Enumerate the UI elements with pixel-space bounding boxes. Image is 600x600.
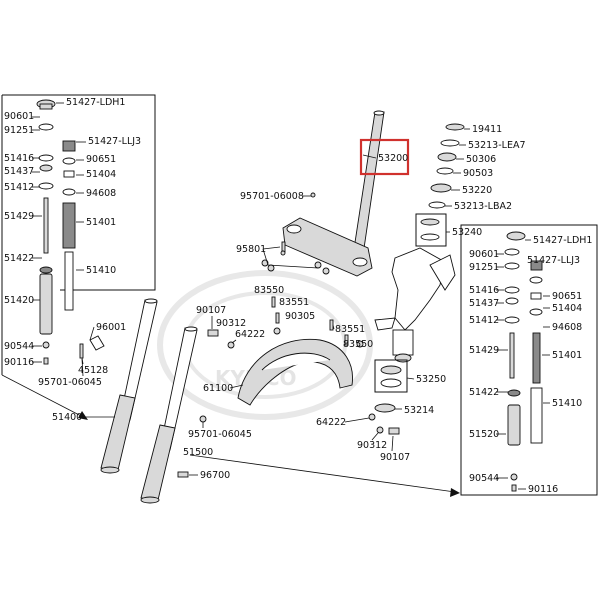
label-90107-a: 90107 <box>196 305 226 316</box>
left-parts-column-b <box>62 140 76 311</box>
label-19411: 19411 <box>472 124 502 135</box>
label-r-90651: 90651 <box>552 291 582 302</box>
label-95701-06008: 95701-06008 <box>240 191 304 202</box>
label-51412: 51412 <box>4 182 34 193</box>
right-box-arrow-line <box>189 454 456 493</box>
highlight-box-53200 <box>359 138 410 176</box>
label-53213-lba2: 53213-LBA2 <box>454 201 512 212</box>
middle-bolts-group <box>207 296 364 349</box>
left-box-border <box>2 94 156 291</box>
fork-leg-left <box>100 298 158 474</box>
label-r-91251: 91251 <box>469 262 499 273</box>
label-r-90116: 90116 <box>528 484 558 495</box>
label-r-51427-ldh1: 51427-LDH1 <box>533 235 592 246</box>
label-51437: 51437 <box>4 166 34 177</box>
label-r-51416: 51416 <box>469 285 499 296</box>
left-shock-absorber-box: 51427-LDH1 90601 91251 51427-LLJ3 51416 … <box>1 94 156 420</box>
label-83551-a: 83551 <box>279 297 309 308</box>
label-64222-b: 64222 <box>316 417 346 428</box>
label-45128: 45128 <box>78 365 108 376</box>
label-r-51520: 51520 <box>469 429 499 440</box>
label-61100: 61100 <box>203 383 233 394</box>
label-51420: 51420 <box>4 295 34 306</box>
label-50306: 50306 <box>466 154 496 165</box>
head-bearing-stack <box>415 123 465 247</box>
label-r-51412: 51412 <box>469 315 499 326</box>
lower-center-bolts <box>368 413 400 435</box>
right-box-arrow-head <box>450 488 460 497</box>
label-95801: 95801 <box>236 244 266 255</box>
label-94608: 94608 <box>86 188 116 199</box>
label-96001: 96001 <box>96 322 126 333</box>
label-51404: 51404 <box>86 169 116 180</box>
label-64222-a: 64222 <box>235 329 265 340</box>
label-r-51429: 51429 <box>469 345 499 356</box>
right-shock-absorber-box: 51427-LDH1 90601 51427-LLJ3 91251 51416 … <box>189 224 598 497</box>
label-51500: 51500 <box>183 447 213 458</box>
label-51427-ldh1: 51427-LDH1 <box>66 97 125 108</box>
label-83551-b: 83551 <box>335 324 365 335</box>
label-51400: 51400 <box>52 412 82 423</box>
label-r-51401: 51401 <box>552 350 582 361</box>
label-53220: 53220 <box>462 185 492 196</box>
front-fender <box>237 338 353 406</box>
label-83550-a: 83550 <box>254 285 284 296</box>
label-r-90544: 90544 <box>469 473 499 484</box>
label-53214: 53214 <box>404 405 434 416</box>
label-r-51422: 51422 <box>469 387 499 398</box>
bearing-box-53250 <box>374 359 408 393</box>
label-53250: 53250 <box>416 374 446 385</box>
label-51429: 51429 <box>4 211 34 222</box>
label-83550-b: 83550 <box>343 339 373 350</box>
label-53200: 53200 <box>378 153 408 164</box>
right-parts-column-a <box>504 248 521 492</box>
label-r-51410: 51410 <box>552 398 582 409</box>
label-90503: 90503 <box>463 168 493 179</box>
right-parts-column-b <box>506 231 543 444</box>
left-box-arrow-head <box>78 411 88 420</box>
leader-95801 <box>262 248 319 269</box>
label-90312-a: 90312 <box>216 318 246 329</box>
right-box-border <box>460 224 598 496</box>
label-r-51427-llj3: 51427-LLJ3 <box>527 255 580 266</box>
label-95701-06045-a: 95701-06045 <box>38 377 102 388</box>
label-51401: 51401 <box>86 217 116 228</box>
fork-small-parts <box>79 335 207 478</box>
label-96700: 96700 <box>200 470 230 481</box>
label-53213-lea7: 53213-LEA7 <box>468 140 526 151</box>
label-90651: 90651 <box>86 154 116 165</box>
left-parts-column-a <box>36 99 56 365</box>
label-r-51437: 51437 <box>469 298 499 309</box>
label-r-51404: 51404 <box>552 303 582 314</box>
label-90116: 90116 <box>4 357 34 368</box>
label-51427-llj3: 51427-LLJ3 <box>88 136 141 147</box>
label-90107-b: 90107 <box>380 452 410 463</box>
label-51410: 51410 <box>86 265 116 276</box>
clamp-bolts <box>261 241 330 275</box>
label-90601: 90601 <box>4 111 34 122</box>
head-tube-frame <box>374 247 456 363</box>
left-box-arrow-line <box>1 374 86 419</box>
label-90312-b: 90312 <box>357 440 387 451</box>
fork-leg-right <box>140 326 198 504</box>
label-53240: 53240 <box>452 227 482 238</box>
label-90305: 90305 <box>285 311 315 322</box>
label-95701-06045-b: 95701-06045 <box>188 429 252 440</box>
label-51416: 51416 <box>4 153 34 164</box>
label-51422: 51422 <box>4 253 34 264</box>
lower-bearing-group <box>374 359 408 413</box>
label-r-90601: 90601 <box>469 249 499 260</box>
label-91251: 91251 <box>4 125 34 136</box>
label-r-94608: 94608 <box>552 322 582 333</box>
steering-stem-assembly: 53200 <box>282 110 410 277</box>
label-90544: 90544 <box>4 341 34 352</box>
